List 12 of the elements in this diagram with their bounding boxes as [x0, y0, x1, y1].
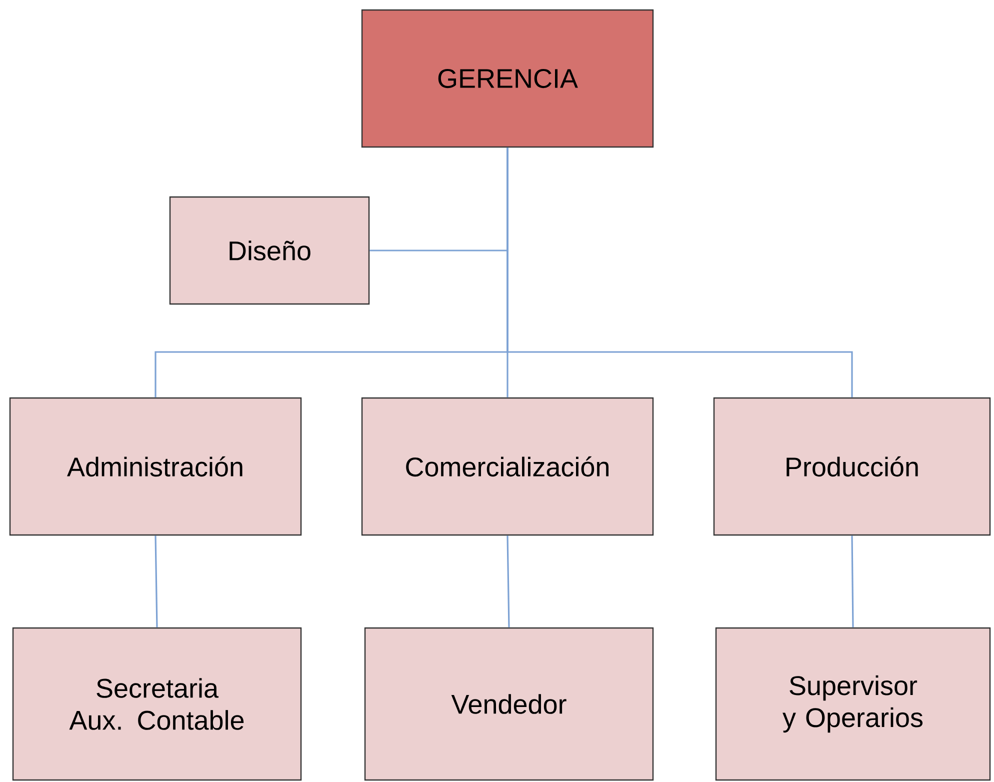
- management-box: GERENCIA: [361, 9, 654, 148]
- connector-line: [506, 148, 853, 398]
- role-box: Supervisor y Operarios: [715, 627, 991, 781]
- connector-line: [506, 536, 510, 628]
- connector-line: [851, 536, 854, 628]
- connector-line: [154, 536, 158, 628]
- department-box: Comercialización: [361, 397, 654, 536]
- role-box: Secretaria Aux. Contable: [12, 627, 302, 781]
- department-box: Producción: [713, 397, 991, 536]
- department-box: Diseño: [169, 196, 370, 305]
- role-box: Vendedor: [364, 627, 654, 781]
- department-box: Administración: [9, 397, 302, 536]
